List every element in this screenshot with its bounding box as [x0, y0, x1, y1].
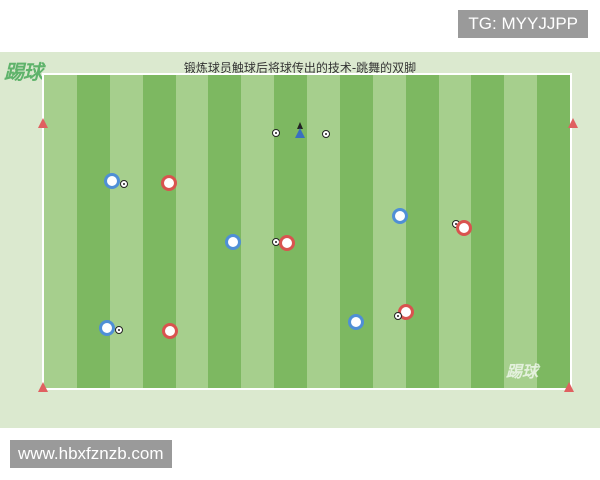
website-badge: www.hbxfznzb.com: [10, 440, 172, 468]
pitch-stripe: [471, 75, 505, 388]
blue-player: [104, 173, 120, 189]
telegram-badge: TG: MYYJJPP: [458, 10, 588, 38]
blue-player: [348, 314, 364, 330]
blue-player: [99, 320, 115, 336]
pitch-stripe: [339, 75, 373, 388]
corner-cone-bottom-left: [38, 382, 48, 392]
soccer-ball-icon: [115, 326, 123, 334]
blue-marker-cone: [295, 128, 305, 138]
pitch-stripe: [405, 75, 439, 388]
black-marker-cone: [297, 122, 303, 129]
red-player: [161, 175, 177, 191]
pitch-stripe: [504, 75, 538, 388]
red-player: [279, 235, 295, 251]
football-pitch: [42, 73, 572, 390]
corner-cone-bottom-right: [564, 382, 574, 392]
pitch-stripes: [44, 75, 570, 388]
pitch-stripe: [142, 75, 176, 388]
pitch-stripe: [44, 75, 77, 388]
pitch-stripe: [241, 75, 275, 388]
pitch-stripe: [109, 75, 143, 388]
pitch-stripe: [76, 75, 110, 388]
pitch-stripe: [372, 75, 406, 388]
soccer-ball-icon: [322, 130, 330, 138]
pitch-stripe: [537, 75, 570, 388]
pitch-stripe: [307, 75, 340, 388]
corner-cone-top-left: [38, 118, 48, 128]
red-player: [162, 323, 178, 339]
watermark-logo: 踢球: [505, 362, 538, 381]
soccer-ball-icon: [120, 180, 128, 188]
soccer-ball-icon: [272, 129, 280, 137]
blue-player: [392, 208, 408, 224]
pitch-stripe: [175, 75, 209, 388]
corner-cone-top-right: [568, 118, 578, 128]
brand-logo: 踢球: [4, 60, 43, 84]
soccer-ball-icon: [394, 312, 402, 320]
diagram-title: 锻炼球员触球后将球传出的技术-跳舞的双脚: [183, 61, 417, 75]
blue-player: [225, 234, 241, 250]
red-player: [456, 220, 472, 236]
pitch-stripe: [208, 75, 242, 388]
